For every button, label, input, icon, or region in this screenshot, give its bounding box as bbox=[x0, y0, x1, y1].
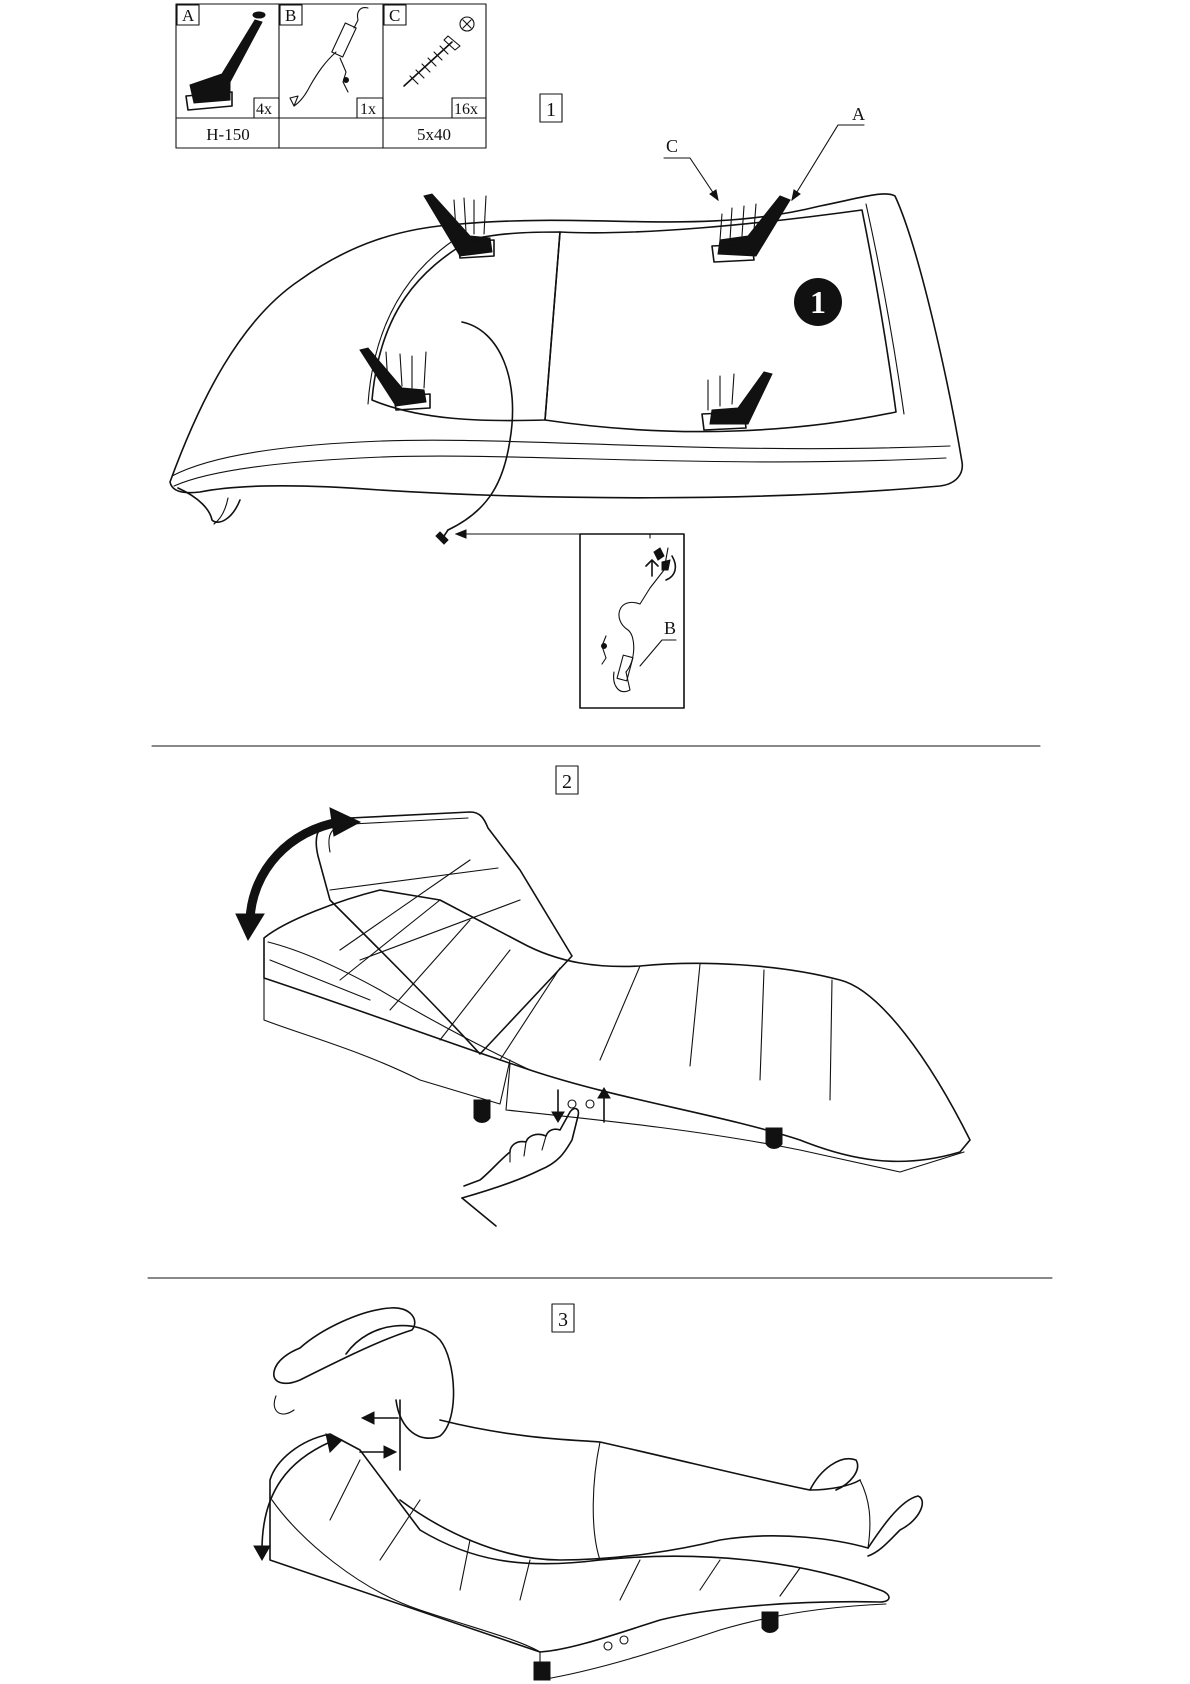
step-1-badge-number: 1 bbox=[810, 284, 826, 320]
leg-front-right bbox=[701, 371, 773, 431]
part-a-spec: H-150 bbox=[206, 125, 249, 144]
hand-press-icon bbox=[461, 1107, 580, 1227]
lounger-reclined-with-person bbox=[269, 1307, 924, 1681]
part-a-letter: A bbox=[182, 6, 195, 25]
part-a-cell: A 4x H-150 bbox=[176, 4, 280, 144]
leg-back-left bbox=[423, 193, 495, 259]
leg-front-left bbox=[359, 347, 431, 411]
step-3-number: 3 bbox=[558, 1309, 568, 1331]
part-c-cell: C 16x 5x40 bbox=[383, 4, 487, 144]
callout-c-label: C bbox=[666, 136, 678, 156]
cable-inset: B bbox=[579, 533, 685, 709]
leg-icon bbox=[185, 11, 266, 111]
step-1-badge: 1 bbox=[794, 278, 842, 326]
step-2-number: 2 bbox=[562, 771, 572, 793]
power-cable-icon bbox=[289, 7, 369, 107]
lounger-underside bbox=[169, 193, 964, 525]
part-b-letter: B bbox=[285, 6, 296, 25]
part-c-letter: C bbox=[389, 6, 400, 25]
leg-back-right bbox=[711, 195, 791, 263]
step-3: 3 bbox=[253, 1303, 924, 1681]
screw-icon bbox=[403, 16, 475, 87]
step-1: 1 bbox=[169, 93, 964, 709]
recline-arrow-icon bbox=[235, 807, 362, 942]
callout-a-label: A bbox=[852, 104, 865, 124]
callout-b-label: B bbox=[664, 618, 676, 638]
part-c-qty: 16x bbox=[454, 101, 478, 118]
parts-table: A 4x H-150 B 1x bbox=[175, 3, 487, 149]
part-b-qty: 1x bbox=[360, 101, 376, 118]
recline-arrow-icon-2 bbox=[253, 1433, 343, 1562]
part-a-qty: 4x bbox=[256, 101, 272, 118]
part-b-cell: B 1x bbox=[279, 4, 384, 119]
callout-a: A bbox=[791, 104, 865, 202]
callout-c: C bbox=[663, 136, 719, 202]
part-c-spec: 5x40 bbox=[417, 125, 451, 144]
step-2: 2 bbox=[235, 765, 971, 1227]
cable bbox=[435, 321, 651, 545]
step-1-number: 1 bbox=[546, 99, 556, 121]
lounger-upright bbox=[263, 811, 971, 1173]
